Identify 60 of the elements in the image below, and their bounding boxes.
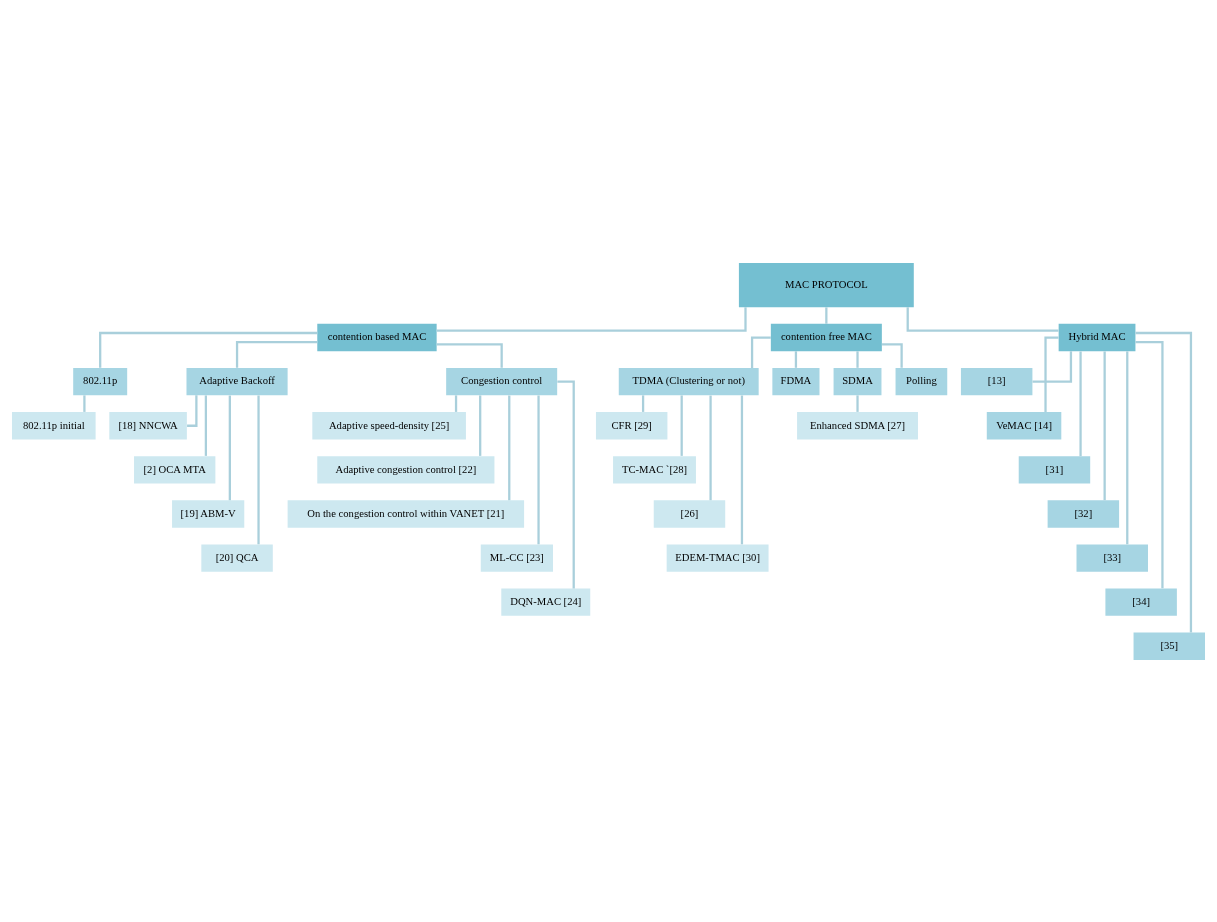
node-box: Hybrid MAC <box>1058 323 1136 351</box>
connector <box>557 380 575 588</box>
node-box: Adaptive speed-density [25] <box>312 411 466 439</box>
node-box: [31] <box>1018 455 1091 484</box>
node-box: 802.11p initial <box>12 411 96 439</box>
connector <box>1103 350 1106 500</box>
connector <box>856 394 859 412</box>
node-box: DQN-MAC [24] <box>501 588 591 616</box>
connector <box>1135 331 1193 632</box>
node-box: Enhanced SDMA [27] <box>797 411 918 439</box>
node-box: SDMA <box>833 367 882 395</box>
node-box: contention free MAC <box>770 323 882 351</box>
node-box: Polling <box>895 367 948 395</box>
connector <box>228 395 231 500</box>
node-box: [13] <box>960 367 1033 395</box>
connector <box>187 394 198 427</box>
connector <box>906 306 1059 332</box>
node-box: On the congestion control within VANET [21] <box>287 499 525 528</box>
node-box: [26] <box>653 499 726 528</box>
connector <box>1126 350 1129 544</box>
node-box: [35] <box>1133 632 1205 660</box>
node-box: contention based MAC <box>317 323 437 351</box>
connector <box>882 342 903 368</box>
node-box: [33] <box>1076 543 1148 572</box>
connector <box>680 394 683 456</box>
connector <box>740 395 744 544</box>
node-box: TDMA (Clustering or not) <box>618 367 759 395</box>
node-box: [18] NNCWA <box>109 411 187 439</box>
node-box: CFR [29] <box>595 411 668 439</box>
connector <box>709 395 712 500</box>
connector <box>1032 350 1073 383</box>
node-box: Congestion control <box>446 367 558 395</box>
connector <box>83 394 86 412</box>
connector <box>235 340 318 368</box>
node-box: MAC PROTOCOL <box>738 262 914 307</box>
connector <box>1044 335 1059 412</box>
connector <box>99 331 318 368</box>
node-box: TC-MAC `[28] <box>613 455 696 484</box>
connector <box>537 395 540 544</box>
node-box: [19] ABM-V <box>172 499 245 528</box>
node-box: [20] QCA <box>201 543 273 572</box>
node-box: [32] <box>1047 499 1120 528</box>
connector <box>479 394 482 456</box>
node-box: [34] <box>1105 588 1177 616</box>
connector <box>436 306 747 332</box>
connector <box>204 394 207 456</box>
node-box: ML-CC [23] <box>480 543 553 572</box>
connector <box>508 395 511 500</box>
node-box: [2] OCA MTA <box>134 455 216 484</box>
connector <box>1135 340 1164 588</box>
connector <box>257 395 260 544</box>
node-box: EDEM-TMAC [30] <box>666 543 769 572</box>
connector <box>856 350 859 368</box>
node-box: FDMA <box>772 367 820 395</box>
node-box: VeMAC [14] <box>986 411 1062 439</box>
node-box: 802.11p <box>73 367 128 395</box>
connector <box>1079 350 1082 456</box>
node-box: Adaptive Backoff <box>186 367 288 395</box>
node-box: Adaptive congestion control [22] <box>317 455 495 484</box>
connector <box>436 342 503 368</box>
